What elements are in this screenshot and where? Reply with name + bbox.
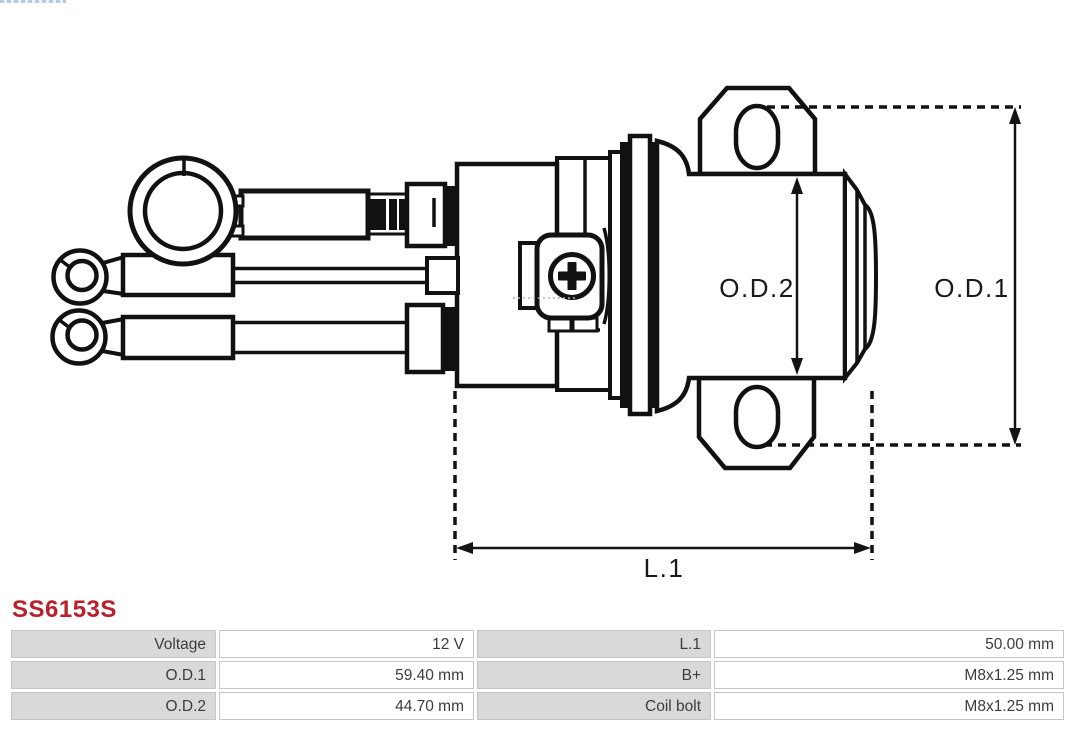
- spec-value: M8x1.25 mm: [714, 661, 1064, 689]
- spec-label: O.D.1: [11, 661, 216, 689]
- od1-label: O.D.1: [934, 273, 1009, 303]
- l1-label: L.1: [644, 553, 685, 583]
- dimension-l1: L.1: [456, 542, 871, 583]
- cable-assembly-bottom: [50, 302, 457, 375]
- mounting-tab-top: [697, 85, 818, 177]
- dimension-od2: O.D.2: [719, 177, 803, 375]
- spec-label: O.D.2: [11, 692, 216, 720]
- spec-label: B+: [477, 661, 711, 689]
- cropped-logo-sliver: [0, 0, 66, 3]
- flange-stack: [608, 133, 657, 417]
- cable-assembly-top: [127, 155, 458, 267]
- dimension-od1: O.D.1: [934, 107, 1021, 445]
- spec-label: L.1: [477, 630, 711, 658]
- spec-label: Coil bolt: [477, 692, 711, 720]
- phillips-cross-icon: [558, 262, 586, 290]
- od2-label: O.D.2: [719, 273, 794, 303]
- spec-value: 12 V: [219, 630, 474, 658]
- spec-value: M8x1.25 mm: [714, 692, 1064, 720]
- braided-wire-section: [366, 199, 408, 230]
- spec-value: 59.40 mm: [219, 661, 474, 689]
- spec-label: Voltage: [11, 630, 216, 658]
- terminal-screw-bracket: [513, 232, 605, 321]
- spec-table: Voltage 12 V L.1 50.00 mm O.D.1 59.40 mm…: [11, 630, 1064, 720]
- solenoid-switch-housing: [454, 156, 619, 392]
- part-number-title: SS6153S: [12, 596, 117, 623]
- dimension-extension-lines: [453, 105, 1021, 560]
- mounting-tab-bottom: [696, 375, 817, 471]
- cable-assembly-middle: [51, 248, 460, 306]
- spec-value: 44.70 mm: [219, 692, 474, 720]
- spec-value: 50.00 mm: [714, 630, 1064, 658]
